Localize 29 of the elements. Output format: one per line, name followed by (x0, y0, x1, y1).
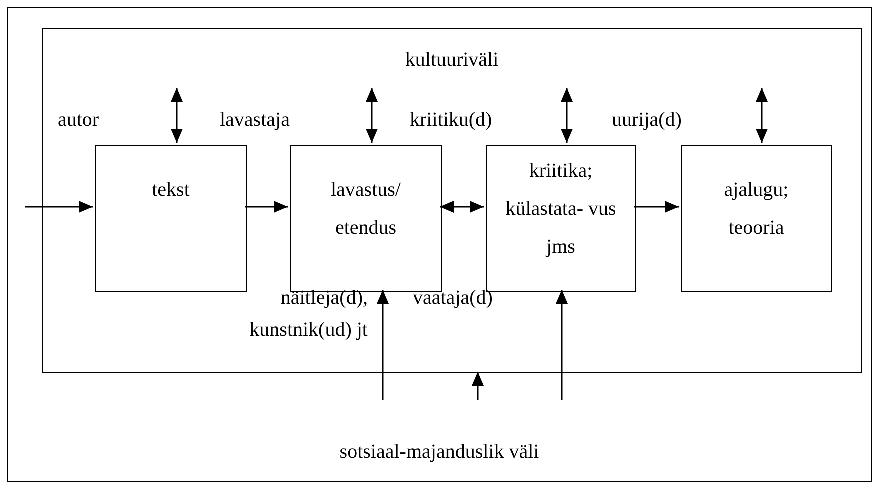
arrow (377, 290, 389, 400)
box-text: lavastus/ etendus (330, 178, 402, 241)
process-box (486, 145, 636, 292)
arrow (245, 201, 288, 213)
arrow (25, 201, 93, 213)
arrow (440, 201, 484, 213)
role-label: uurija(d) (612, 108, 683, 133)
box-text: tekst (151, 178, 191, 203)
role-label: kriitiku(d) (410, 108, 494, 133)
process-box (681, 145, 832, 292)
box-text: ajalugu; teooria (723, 178, 790, 241)
arrow (556, 290, 568, 400)
arrow (561, 88, 573, 143)
region-box (42, 28, 862, 373)
box-text: kriitika; külastata- vus jms (505, 159, 617, 260)
arrow (756, 88, 768, 143)
region-title: kultuuriväli (404, 48, 500, 73)
arrow (171, 88, 183, 143)
region-title: sotsiaal-majanduslik väli (338, 440, 540, 465)
role-label: näitleja(d), kunstnik(ud) jt (248, 286, 368, 343)
region-box (7, 7, 872, 482)
arrow (634, 201, 679, 213)
arrow (366, 88, 378, 143)
role-label: autor (58, 108, 100, 133)
arrow (472, 372, 484, 400)
process-box (95, 145, 247, 292)
process-box (290, 145, 442, 292)
role-label: vaataja(d) (413, 286, 494, 311)
role-label: lavastaja (220, 108, 291, 133)
